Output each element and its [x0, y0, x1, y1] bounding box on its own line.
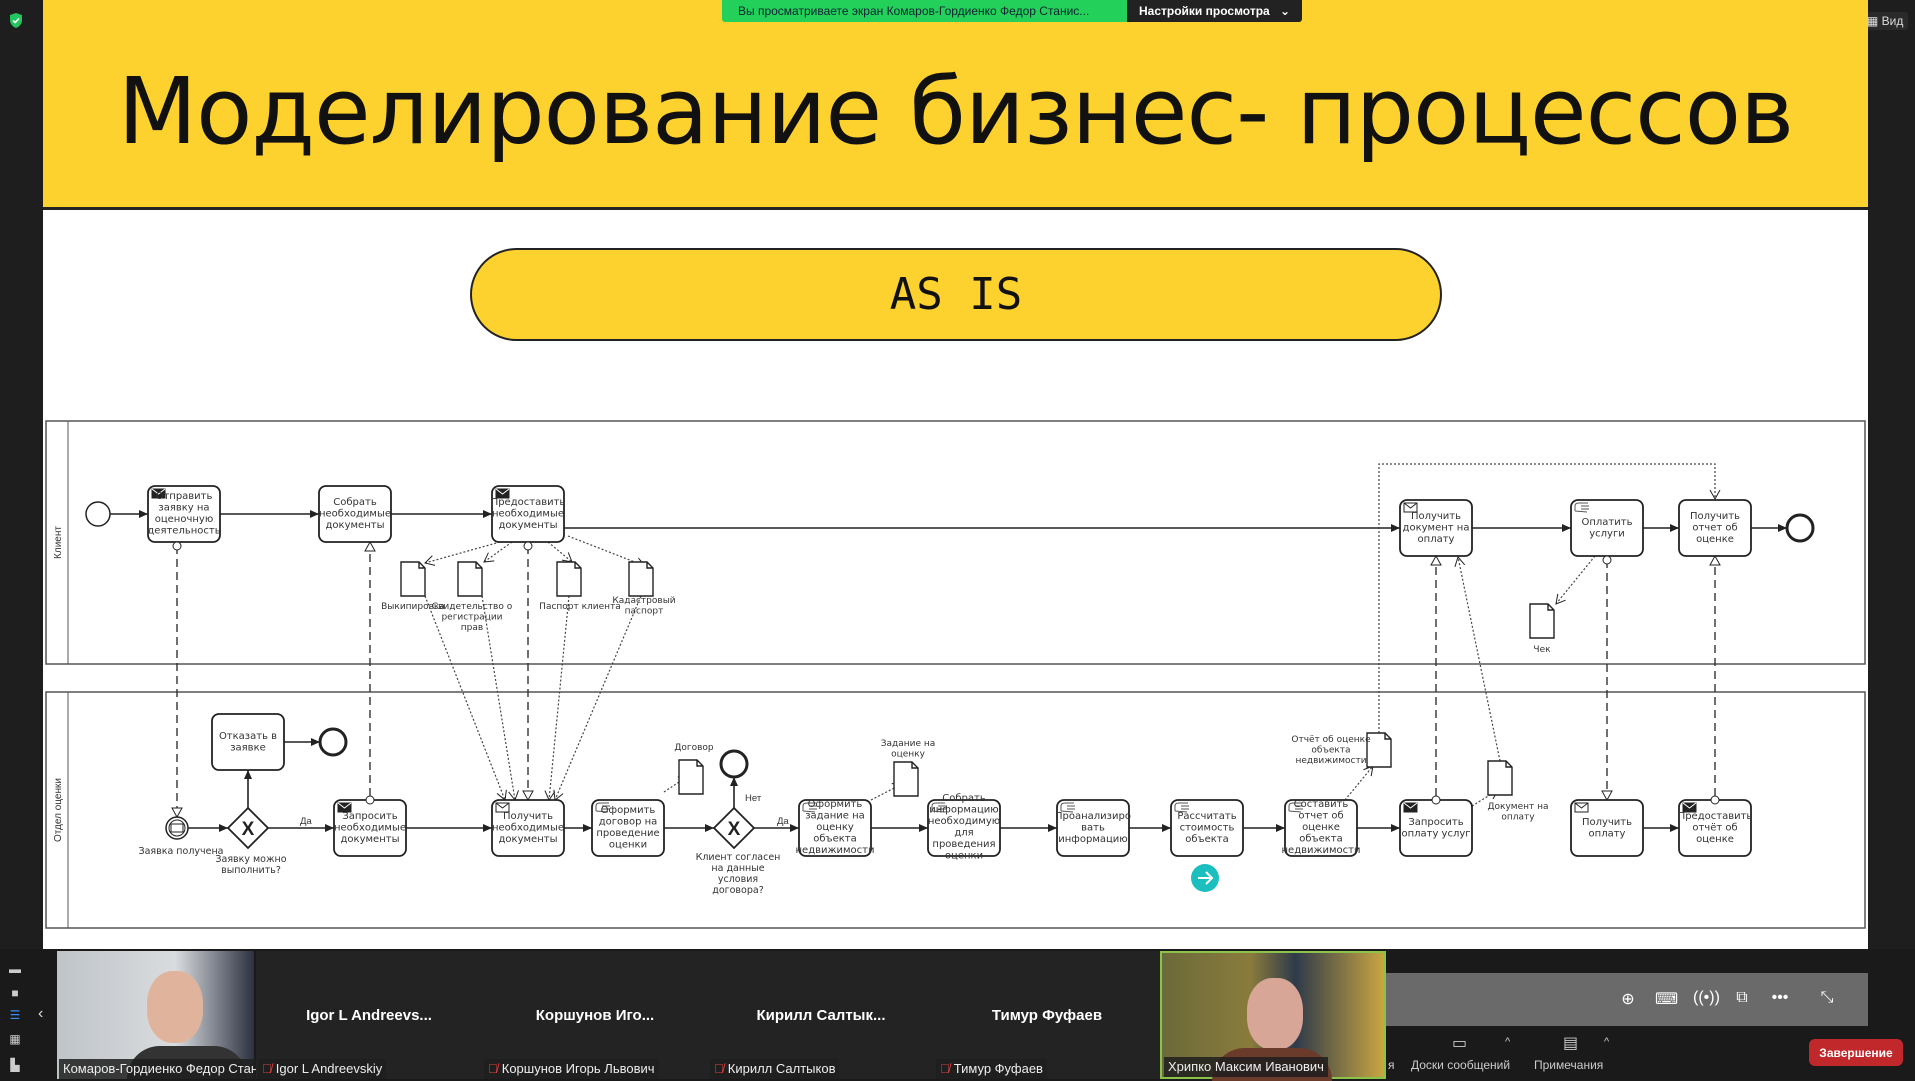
chevron-left-icon[interactable]: ‹: [38, 1005, 44, 1022]
participant-display-name: Коршунов Иго...: [535, 1007, 655, 1024]
participant-name-label: Комаров-Гордиенко Федор Стани...: [59, 1059, 279, 1079]
chevron-up-icon[interactable]: ^: [1604, 1036, 1610, 1048]
chevron-up-icon[interactable]: ^: [1505, 1036, 1511, 1048]
notes-icon[interactable]: ▤: [1563, 1035, 1579, 1052]
participant-name-label: 🎙̸Коршунов Игорь Львович: [484, 1059, 659, 1079]
participant-name-label: 🎙̸Igor L Andreevskiy: [258, 1059, 387, 1079]
single-view-icon[interactable]: ■: [11, 986, 19, 1000]
participant-tile[interactable]: Комаров-Гордиенко Федор Стани...: [57, 951, 279, 1079]
cut-label: я: [1388, 1058, 1395, 1072]
muted-mic-icon: 🎙̸: [940, 1061, 950, 1076]
strip-view-icon[interactable]: ☰: [9, 1008, 21, 1022]
participant-display-name: Igor L Andreevs...: [306, 1007, 432, 1024]
left-sidebar: [0, 0, 43, 949]
muted-mic-icon: 🎙̸: [714, 1061, 724, 1076]
gallery-view-icon[interactable]: ▦: [9, 1032, 21, 1046]
end-meeting-button[interactable]: Завершение: [1809, 1039, 1903, 1066]
minimize-icon[interactable]: ▬: [9, 962, 21, 976]
participant-name-label: 🎙̸Кирилл Салтыков: [710, 1059, 840, 1079]
participant-tile[interactable]: Кирилл Салтык... 🎙̸Кирилл Салтыков: [708, 951, 934, 1079]
right-sidebar: [1868, 0, 1915, 973]
popout-icon[interactable]: ⧉: [1736, 989, 1748, 1006]
participant-name: Коршунов Игорь Львович: [501, 1061, 655, 1076]
as-is-label: AS IS: [470, 248, 1442, 341]
whiteboard-icon[interactable]: ▭: [1452, 1035, 1468, 1052]
view-toolbar: ⊕ ⌨ ((•)) ⧉ ••• ⤡: [1386, 973, 1868, 1026]
video-feed: [1247, 978, 1303, 1050]
video-feed: [147, 971, 203, 1043]
participant-name: Тимур Фуфаев: [953, 1061, 1043, 1076]
participant-name: Хрипко Максим Иванович: [1168, 1059, 1324, 1074]
view-button[interactable]: ▦ Вид: [1862, 12, 1909, 30]
more-icon[interactable]: •••: [1771, 989, 1789, 1006]
sidebar-view-icon[interactable]: ▙: [10, 1058, 20, 1072]
participant-tile[interactable]: Тимур Фуфаев🎙̸Тимур Фуфаев: [934, 951, 1160, 1079]
chevron-down-icon: ⌄: [1279, 4, 1290, 18]
share-banner-text: Вы просматриваете экран Комаров-Гордиенк…: [722, 0, 1127, 22]
participant-display-name: Тимур Фуфаев: [991, 1007, 1103, 1024]
whiteboards-button[interactable]: Доски сообщений: [1411, 1058, 1511, 1072]
participant-tile[interactable]: Коршунов Иго... 🎙̸Коршунов Игорь Львович: [482, 951, 708, 1079]
zoom-in-icon[interactable]: ⊕: [1621, 991, 1635, 1008]
keyboard-icon[interactable]: ⌨: [1655, 991, 1679, 1008]
participant-name: Комаров-Гордиенко Федор Стани...: [63, 1061, 277, 1076]
notes-button[interactable]: Примечания: [1534, 1058, 1604, 1072]
view-settings-button[interactable]: Настройки просмотра⌄: [1127, 0, 1302, 22]
exit-fullscreen-icon[interactable]: ⤡: [1820, 989, 1834, 1006]
slide-header: Моделирование бизнес- процессов: [43, 0, 1868, 210]
participant-name: Кирилл Салтыков: [727, 1061, 836, 1076]
participant-tile[interactable]: Igor L Andreevs... 🎙̸Igor L Andreevskiy: [256, 951, 482, 1079]
participant-tile[interactable]: Хрипко Максим Иванович: [1160, 951, 1386, 1081]
grid-icon: ▦: [1867, 14, 1882, 28]
participant-name: Igor L Andreevskiy: [275, 1061, 383, 1076]
broadcast-icon[interactable]: ((•)): [1693, 989, 1720, 1006]
share-banner: Вы просматриваете экран Комаров-Гордиенк…: [722, 0, 1302, 22]
muted-mic-icon: 🎙̸: [262, 1061, 272, 1076]
participant-name-label: 🎙̸Тимур Фуфаев: [936, 1059, 1047, 1079]
participant-name-label: Хрипко Максим Иванович: [1164, 1057, 1328, 1077]
shield-icon: [10, 13, 22, 28]
slide-title: Моделирование бизнес- процессов: [117, 58, 1795, 165]
participant-display-name: Кирилл Салтык...: [756, 1007, 886, 1024]
muted-mic-icon: 🎙̸: [488, 1061, 498, 1076]
